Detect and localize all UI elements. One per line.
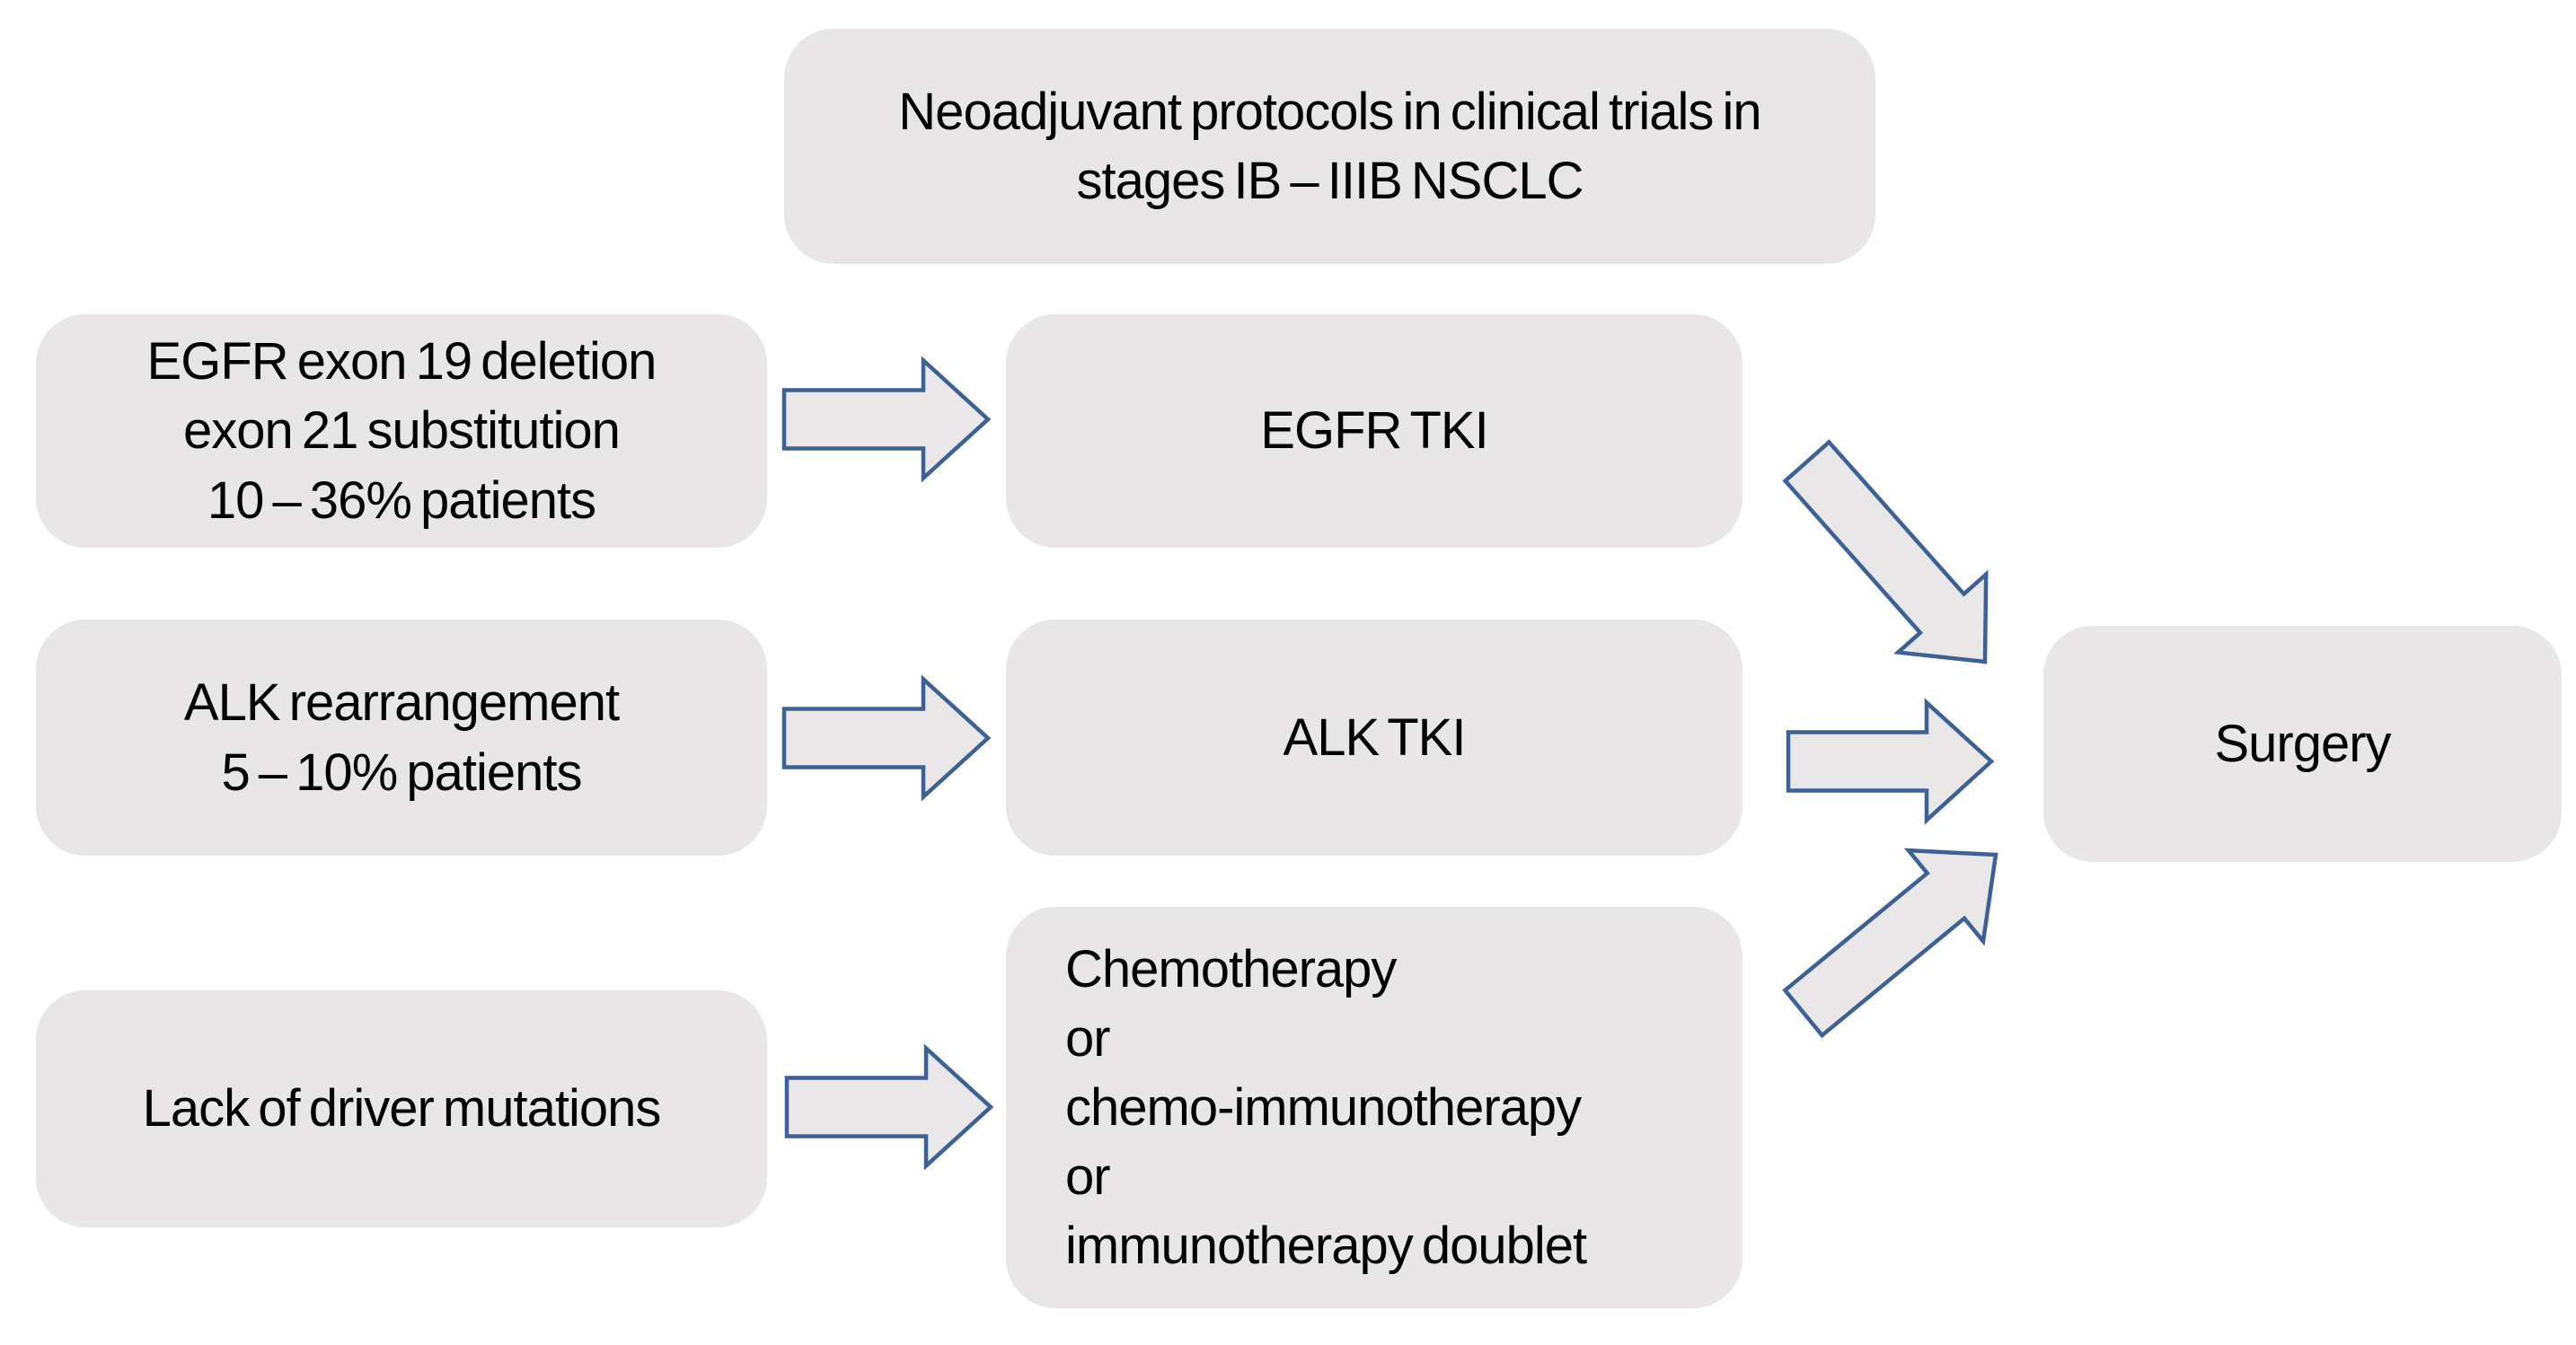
treatment-box-alk-tki-text: ALK TKI — [1283, 708, 1467, 767]
outcome-box-surgery: Surgery — [2043, 626, 2562, 862]
source-box-egfr-mutation: EGFR exon 19 deletion exon 21 substituti… — [36, 314, 767, 548]
arrow-nodriver-row — [784, 1043, 994, 1171]
source-box-alk-rearrangement-text: ALK rearrangement 5 – 10% patients — [183, 673, 620, 802]
arrow-egfr-row — [781, 356, 992, 483]
source-box-no-driver-mutations-text: Lack of driver mutations — [142, 1079, 662, 1138]
source-box-no-driver-mutations: Lack of driver mutations — [36, 990, 767, 1227]
arrow-egfr-to-surgery — [1782, 439, 1989, 664]
source-box-alk-rearrangement: ALK rearrangement 5 – 10% patients — [36, 620, 767, 856]
treatment-box-alk-tki: ALK TKI — [1006, 620, 1742, 856]
title-box-text: Neoadjuvant protocols in clinical trials… — [898, 82, 1761, 210]
treatment-box-chemo-immuno-text: Chemotherapy or chemo-immunotherapy or i… — [1065, 939, 1587, 1276]
source-box-egfr-mutation-text: EGFR exon 19 deletion exon 21 substituti… — [146, 332, 657, 530]
arrow-alk-to-surgery — [1786, 698, 1995, 825]
arrow-chemo-to-surgery — [1782, 848, 1998, 1039]
title-box: Neoadjuvant protocols in clinical trials… — [784, 29, 1875, 264]
treatment-box-egfr-tki: EGFR TKI — [1006, 314, 1742, 548]
outcome-box-surgery-text: Surgery — [2214, 714, 2391, 773]
treatment-box-chemo-immuno: Chemotherapy or chemo-immunotherapy or i… — [1006, 907, 1742, 1308]
arrow-alk-row — [781, 674, 992, 802]
treatment-box-egfr-tki-text: EGFR TKI — [1260, 401, 1488, 461]
